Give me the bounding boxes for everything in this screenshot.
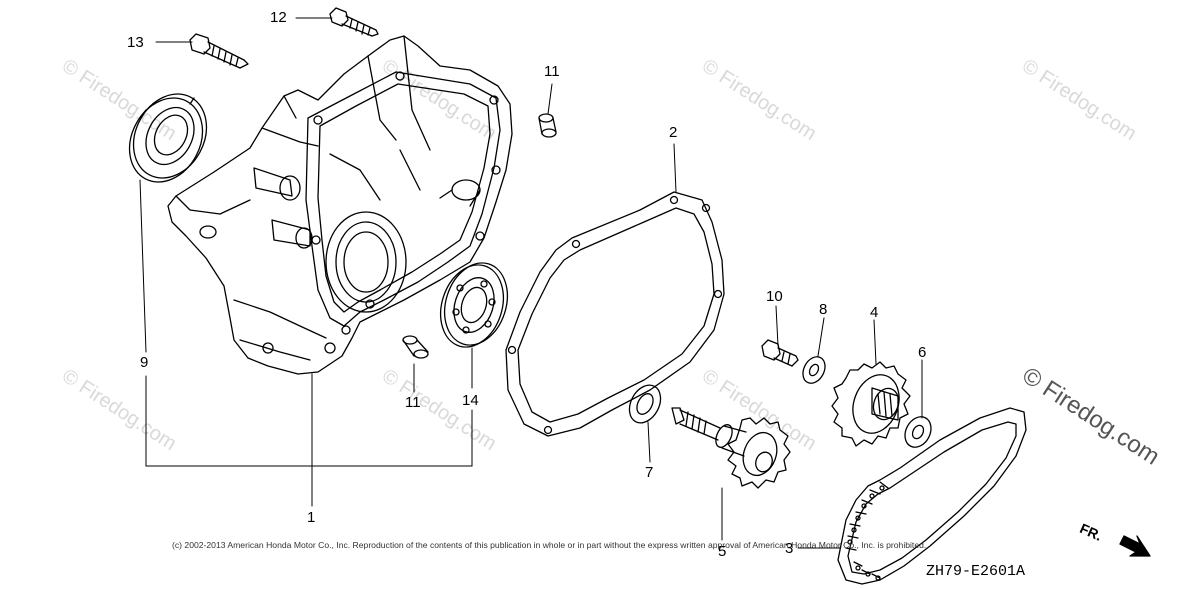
gasket-part — [505, 191, 725, 437]
callout-10: 10 — [766, 288, 783, 305]
callout-1: 1 — [307, 509, 316, 526]
callout-13: 13 — [127, 34, 144, 51]
bolt-12-part — [329, 7, 379, 37]
callout-11-top: 11 — [544, 63, 560, 80]
leader-lines — [139, 17, 923, 549]
front-direction-arrow — [1119, 535, 1151, 557]
bolt-10-part — [761, 339, 799, 367]
shaft-sprocket-part — [671, 407, 791, 489]
callout-14: 14 — [462, 392, 479, 409]
callout-2: 2 — [669, 124, 678, 141]
callout-8: 8 — [819, 301, 828, 318]
callout-11-bottom: 11 — [405, 394, 421, 411]
case-part — [167, 35, 513, 375]
callout-3: 3 — [785, 540, 794, 557]
washer-6-part — [904, 416, 932, 448]
oil-seal-part — [128, 93, 208, 183]
callout-6: 6 — [918, 344, 927, 361]
callout-4: 4 — [870, 304, 879, 321]
callout-9: 9 — [140, 354, 149, 371]
chain-part — [837, 407, 1027, 585]
washer-7-part — [628, 384, 662, 424]
callout-12: 12 — [270, 9, 287, 26]
sprocket-4-part — [831, 361, 911, 447]
dowel-pin-part — [538, 113, 557, 138]
bolt-13-part — [189, 33, 249, 69]
callout-7: 7 — [645, 464, 654, 481]
washer-8-part — [802, 356, 826, 384]
callout-5: 5 — [718, 543, 727, 560]
bearing-part — [440, 262, 508, 348]
copyright-notice: (c) 2002-2013 American Honda Motor Co., … — [172, 540, 927, 550]
dowel-pin-part — [402, 335, 429, 359]
figure-code: ZH79-E2601A — [926, 563, 1026, 580]
